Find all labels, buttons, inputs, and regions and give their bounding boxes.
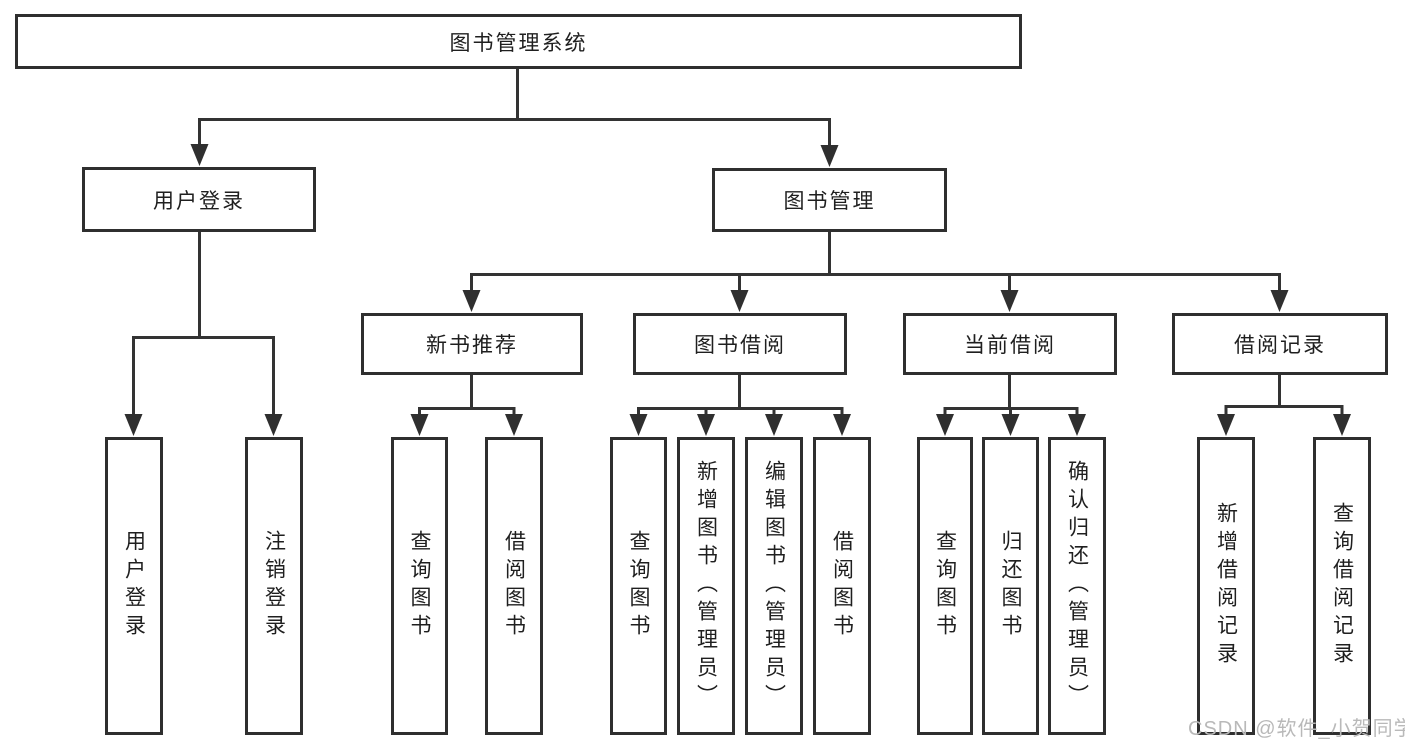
node-user-login-label: 用户登录: [153, 189, 245, 213]
leaf-borrow-books-recommend-label: 借阅图书: [502, 530, 526, 642]
leaf-logout: 注销登录: [245, 437, 303, 735]
leaf-borrow-books-label: 借阅图书: [830, 530, 854, 642]
leaf-query-borrow-record-label: 查询借阅记录: [1330, 502, 1354, 670]
leaf-query-borrow-record: 查询借阅记录: [1313, 437, 1371, 735]
leaf-borrow-books-recommend: 借阅图书: [485, 437, 543, 735]
leaf-add-books-admin-label: 新增图书（管理员）: [694, 460, 718, 712]
edge-borrow-records-children: [1217, 375, 1351, 436]
leaf-query-books-current: 查询图书: [917, 437, 973, 735]
leaf-edit-books-admin-label: 编辑图书（管理员）: [762, 460, 786, 712]
leaf-query-books-recommend: 查询图书: [391, 437, 448, 735]
node-book-management-label: 图书管理: [783, 190, 876, 213]
leaf-query-books-recommend-label: 查询图书: [408, 530, 431, 642]
leaf-borrow-books: 借阅图书: [813, 437, 871, 735]
leaf-confirm-return-admin-label: 确认归还（管理员）: [1065, 460, 1089, 712]
leaf-add-borrow-record-label: 新增借阅记录: [1214, 502, 1238, 670]
leaf-confirm-return-admin: 确认归还（管理员）: [1048, 437, 1106, 735]
node-current-borrow-label: 当前借阅: [964, 334, 1056, 357]
node-book-borrow-label: 图书借阅: [694, 334, 786, 357]
leaf-user-login: 用户登录: [105, 437, 163, 735]
node-current-borrow: 当前借阅: [903, 313, 1117, 375]
leaf-add-borrow-record: 新增借阅记录: [1197, 437, 1255, 735]
leaf-logout-label: 注销登录: [262, 530, 286, 642]
edge-book-borrow-children: [629, 375, 851, 436]
node-new-book-recommend: 新书推荐: [361, 313, 583, 375]
leaf-edit-books-admin: 编辑图书（管理员）: [745, 437, 803, 735]
node-new-book-recommend-label: 新书推荐: [426, 334, 518, 357]
node-root-label: 图书管理系统: [449, 31, 588, 55]
edge-user-login-children: [124, 232, 283, 436]
leaf-query-books-current-label: 查询图书: [933, 530, 957, 642]
leaf-query-books-borrow: 查询图书: [610, 437, 667, 735]
leaf-user-login-label: 用户登录: [122, 530, 146, 642]
leaf-return-books: 归还图书: [982, 437, 1039, 735]
node-root: 图书管理系统: [15, 14, 1022, 69]
node-book-management: 图书管理: [712, 168, 947, 232]
node-user-login: 用户登录: [82, 167, 316, 232]
edge-book-management-children: [462, 232, 1289, 312]
leaf-query-books-borrow-label: 查询图书: [627, 530, 650, 642]
edge-current-borrow-children: [936, 375, 1086, 436]
node-book-borrow: 图书借阅: [633, 313, 847, 375]
csdn-watermark: CSDN @软件_小贺同学: [1188, 718, 1405, 740]
edge-new-book-children: [410, 375, 523, 436]
edge-root-to-level1: [190, 68, 839, 167]
node-borrow-records: 借阅记录: [1172, 313, 1388, 375]
leaf-return-books-label: 归还图书: [999, 530, 1022, 642]
node-borrow-records-label: 借阅记录: [1234, 334, 1326, 357]
leaf-add-books-admin: 新增图书（管理员）: [677, 437, 735, 735]
